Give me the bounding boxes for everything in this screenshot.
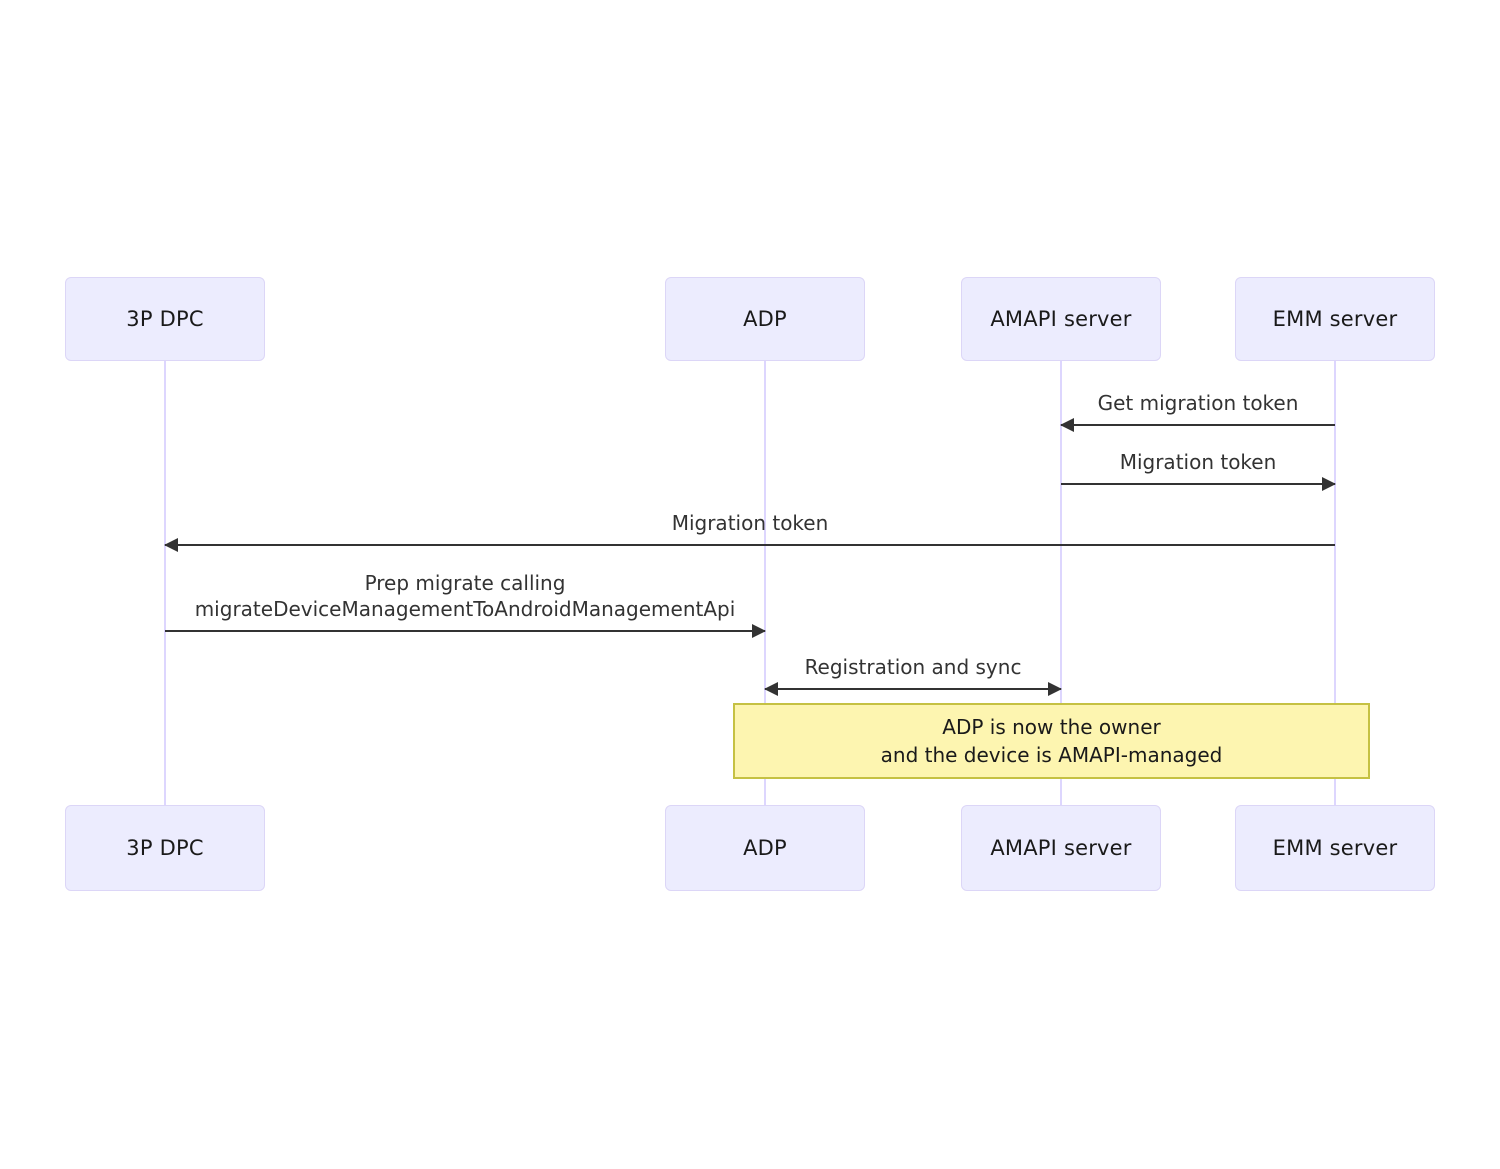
participant-emm-top[interactable]: EMM server [1235, 277, 1435, 361]
arrowhead-left-icon [164, 538, 178, 552]
arrowhead-left-icon [1060, 418, 1074, 432]
message-line [165, 544, 1335, 546]
participant-label: ADP [743, 836, 787, 860]
message-line [1061, 424, 1335, 426]
message-line [1061, 483, 1335, 485]
participant-label: 3P DPC [126, 307, 204, 331]
participant-amapi-top[interactable]: AMAPI server [961, 277, 1161, 361]
participant-label: AMAPI server [990, 836, 1132, 860]
lifeline-adp [764, 361, 766, 805]
participant-adp-top[interactable]: ADP [665, 277, 865, 361]
lifeline-amapi [1060, 361, 1062, 805]
participant-amapi-bottom[interactable]: AMAPI server [961, 805, 1161, 891]
participant-dpc-top[interactable]: 3P DPC [65, 277, 265, 361]
message-label: Get migration token [1097, 391, 1299, 415]
message-label: Migration token [671, 511, 829, 535]
participant-emm-bottom[interactable]: EMM server [1235, 805, 1435, 891]
participant-label: EMM server [1272, 836, 1398, 860]
message-label: Migration token [1119, 450, 1277, 474]
message-label: Registration and sync [804, 655, 1022, 679]
lifeline-emm [1334, 361, 1336, 805]
participant-label: 3P DPC [126, 836, 204, 860]
message-line [165, 630, 765, 632]
participant-label: ADP [743, 307, 787, 331]
arrowhead-right-icon [1048, 682, 1062, 696]
participant-adp-bottom[interactable]: ADP [665, 805, 865, 891]
arrowhead-right-icon [752, 624, 766, 638]
note-text: ADP is now the owner and the device is A… [880, 715, 1223, 767]
arrowhead-left-icon [764, 682, 778, 696]
arrowhead-right-icon [1322, 477, 1336, 491]
message-line [765, 688, 1061, 690]
participant-label: AMAPI server [990, 307, 1132, 331]
note-n1: ADP is now the owner and the device is A… [733, 703, 1370, 779]
message-label: Prep migrate calling migrateDeviceManage… [194, 571, 736, 621]
participant-label: EMM server [1272, 307, 1398, 331]
participant-dpc-bottom[interactable]: 3P DPC [65, 805, 265, 891]
lifeline-dpc [164, 361, 166, 805]
